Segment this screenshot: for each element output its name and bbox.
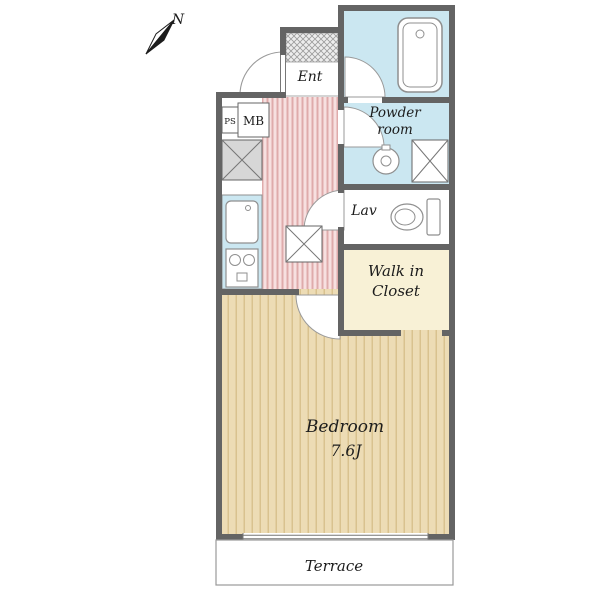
north-label: N [171, 12, 185, 28]
washbasin-icon [372, 144, 400, 175]
pipe-space-label: PS [224, 117, 236, 127]
entrance-door-arc [239, 51, 284, 96]
meter-box [237, 102, 270, 138]
meter-box-label: MB [243, 114, 264, 128]
terrace-window [242, 533, 429, 541]
walk-in-closet-label-line1: Walk in [368, 262, 424, 280]
shaft-box [221, 139, 263, 181]
north-arrow-icon [145, 19, 175, 55]
terrace-label: Terrace [305, 557, 363, 575]
walk-in-closet-label-line2: Closet [372, 282, 421, 300]
bedroom-size-label: 7.6J [331, 442, 363, 460]
powder-room-label-line2: room [377, 122, 413, 138]
entrance-tile-floor [285, 32, 339, 63]
bedroom-label: Bedroom [305, 417, 384, 437]
powder-room-door-arc [343, 106, 385, 148]
stove-icon [225, 248, 259, 288]
entrance-door-leaf [280, 51, 286, 96]
bathtub-icon [397, 17, 443, 93]
room-walk-in-closet-floor [344, 250, 449, 330]
ent-label: Ent [297, 69, 323, 85]
powder-room-label-line1: Powder [368, 105, 422, 121]
bathroom-door-arc [344, 56, 386, 98]
hallway-closet-box [285, 225, 323, 263]
kitchen-sink-icon [225, 200, 259, 244]
powder-closet-box [411, 139, 449, 183]
bedroom-door-arc [295, 294, 341, 340]
toilet-icon [390, 198, 441, 236]
terrace-area [215, 539, 454, 586]
lavatory-label: Lav [350, 203, 377, 219]
